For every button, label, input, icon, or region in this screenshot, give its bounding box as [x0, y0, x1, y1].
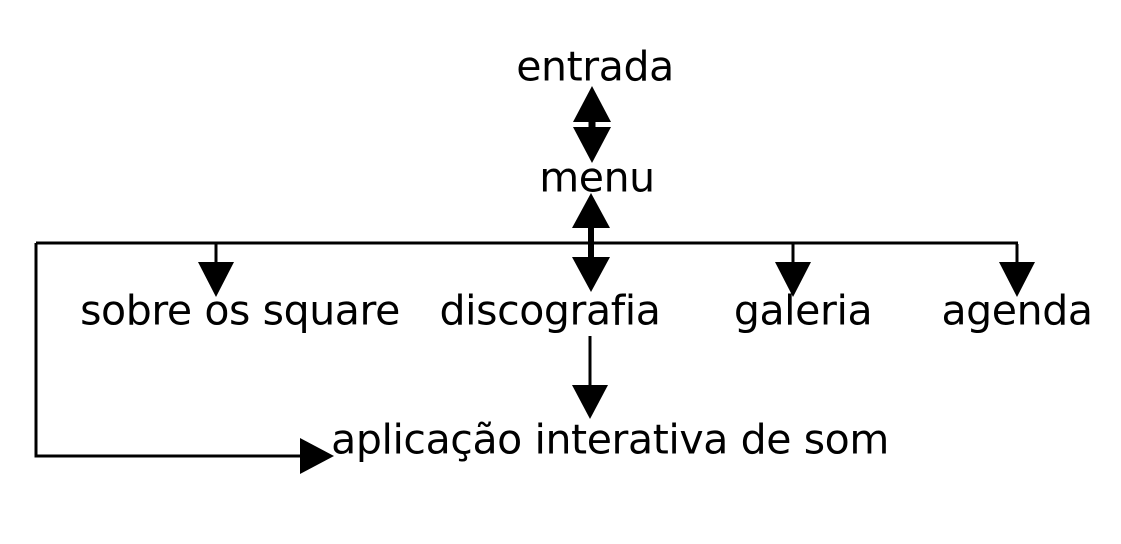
node-discografia[interactable]: discografia — [439, 286, 661, 335]
node-entrada[interactable]: entrada — [516, 42, 674, 91]
edge-bus-left-loop-aplicacao — [34, 243, 334, 474]
edge-bus-sobre — [198, 244, 234, 297]
edge-entrada-menu — [573, 86, 611, 163]
node-agenda[interactable]: agenda — [941, 286, 1093, 335]
edge-discografia-aplicacao — [572, 336, 608, 419]
edge-bus-galeria — [775, 244, 811, 297]
node-galeria[interactable]: galeria — [733, 286, 873, 335]
edge-bus-agenda — [999, 244, 1035, 297]
node-menu[interactable]: menu — [539, 153, 655, 202]
node-aplicacao-interativa-de-som[interactable]: aplicação interativa de som — [331, 415, 889, 464]
node-sobre-os-square[interactable]: sobre os square — [80, 286, 400, 335]
